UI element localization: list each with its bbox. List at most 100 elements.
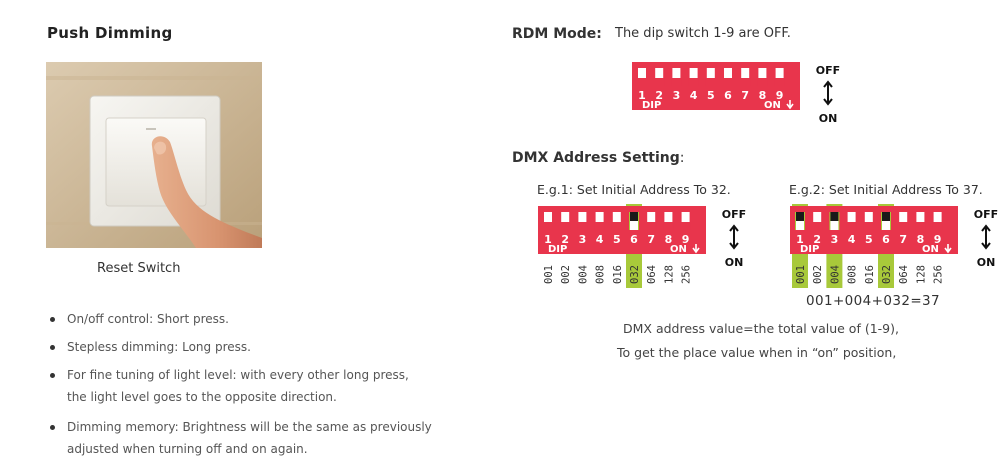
dip-value-7: 064: [898, 265, 910, 284]
dip-knob-8: [664, 212, 673, 222]
dip-on-mark: ON: [764, 100, 781, 111]
rdm-mode-title: RDM Mode:: [512, 26, 602, 42]
dip-knob-2: [655, 68, 664, 78]
dip-knob-3: [830, 221, 839, 230]
dip-value-5: 016: [612, 265, 624, 284]
dip-value-1: 001: [543, 265, 555, 284]
dip-knob-9: [933, 212, 942, 222]
dip-knob-7: [741, 68, 750, 78]
side-on-label: ON: [977, 256, 996, 269]
bullet-fine-tuning: For fine tuning of light level: with eve…: [50, 364, 490, 408]
dip-value-2: 002: [812, 265, 824, 284]
double-arrow-icon: [823, 80, 833, 106]
dip-number-1: 1: [544, 233, 552, 246]
push-dimming-bullets: On/off control: Short press. Stepless di…: [50, 308, 490, 460]
dip-knob-9: [775, 68, 784, 78]
dmx-note-line-1: DMX address value=the total value of (1-…: [623, 321, 899, 336]
side-on-label: ON: [725, 256, 744, 269]
reset-switch-caption: Reset Switch: [97, 261, 181, 276]
dip-number-9: 9: [934, 233, 942, 246]
bullet-dot: [50, 317, 55, 322]
dip-number-6: 6: [882, 233, 890, 246]
dip-knob-dark-6: [630, 212, 638, 221]
dip-number-7: 7: [741, 89, 749, 102]
dip-knob-2: [561, 212, 570, 222]
example-1-label: E.g.1: Set Initial Address To 32.: [537, 182, 731, 197]
dip-value-6: 032: [881, 265, 893, 284]
dip-value-9: 256: [681, 265, 693, 284]
dip-knob-7: [899, 212, 908, 222]
dip-on-mark: ON: [670, 244, 687, 255]
bullet-onoff: On/off control: Short press.: [50, 308, 490, 330]
dip-on-arrow-icon: [786, 100, 794, 110]
dip-knob-7: [647, 212, 656, 222]
dip-number-5: 5: [865, 233, 873, 246]
dip-number-7: 7: [647, 233, 655, 246]
bullet-dot: [50, 345, 55, 350]
dip-knob-2: [813, 212, 822, 222]
dip-knob-5: [864, 212, 873, 222]
dip-knob-8: [758, 68, 767, 78]
dip-value-8: 128: [915, 265, 927, 284]
dip-knob-3: [672, 68, 681, 78]
dip-number-3: 3: [579, 233, 587, 246]
dip-number-5: 5: [613, 233, 621, 246]
dip-knob-dark-6: [882, 212, 890, 221]
dip-number-6: 6: [724, 89, 732, 102]
dip-number-8: 8: [917, 233, 925, 246]
bullet-dot: [50, 373, 55, 378]
dip-number-8: 8: [665, 233, 673, 246]
dip-knob-5: [706, 68, 715, 78]
dip-number-9: 9: [776, 89, 784, 102]
dip-knob-8: [916, 212, 925, 222]
dip-value-6: 032: [629, 265, 641, 284]
dip-label: DIP: [800, 244, 819, 255]
dmx-note-line-2: To get the place value when in “on” posi…: [617, 345, 897, 360]
dip-label: DIP: [548, 244, 567, 255]
side-off-label: OFF: [974, 208, 998, 221]
dip-knob-6: [724, 68, 732, 78]
rdm-mode-description: The dip switch 1-9 are OFF.: [615, 26, 791, 41]
dip-number-1: 1: [638, 89, 646, 102]
dip-knob-dark-1: [796, 212, 804, 221]
example-2-label: E.g.2: Set Initial Address To 37.: [789, 182, 983, 197]
dip-knob-dark-3: [830, 212, 839, 221]
dip-number-6: 6: [630, 233, 638, 246]
bullet-memory: Dimming memory: Brightness will be the s…: [50, 416, 490, 460]
dip-number-4: 4: [690, 89, 698, 102]
side-off-label: OFF: [722, 208, 746, 221]
bullet-stepless: Stepless dimming: Long press.: [50, 336, 490, 358]
side-off-label: OFF: [816, 64, 840, 77]
example-2-sum: 001+004+032=37: [806, 293, 941, 309]
dip-number-9: 9: [682, 233, 690, 246]
dip-on-arrow-icon: [692, 244, 700, 254]
reset-switch-photo: [46, 62, 262, 248]
dip-knob-6: [630, 221, 638, 230]
dip-knob-6: [882, 221, 890, 230]
dip-value-3: 004: [829, 265, 841, 284]
dip-number-2: 2: [813, 233, 821, 246]
dip-on-mark: ON: [922, 244, 939, 255]
dip-number-2: 2: [655, 89, 663, 102]
dip-value-7: 064: [646, 265, 658, 284]
double-arrow-icon: [981, 224, 991, 250]
dip-knob-3: [578, 212, 587, 222]
dip-number-5: 5: [707, 89, 715, 102]
dip-value-8: 128: [663, 265, 675, 284]
dip-knob-4: [595, 212, 604, 222]
side-on-label: ON: [819, 112, 838, 125]
bullet-dot: [50, 425, 55, 430]
dmx-address-title: DMX Address Setting:: [512, 150, 685, 166]
dip-value-1: 001: [795, 265, 807, 284]
dip-knob-1: [544, 212, 552, 222]
dip-knob-1: [796, 221, 804, 230]
dip-number-3: 3: [831, 233, 839, 246]
dip-knob-4: [689, 68, 698, 78]
push-dimming-title: Push Dimming: [47, 24, 173, 42]
dip-value-5: 016: [864, 265, 876, 284]
dip-number-2: 2: [561, 233, 569, 246]
dip-number-4: 4: [848, 233, 856, 246]
